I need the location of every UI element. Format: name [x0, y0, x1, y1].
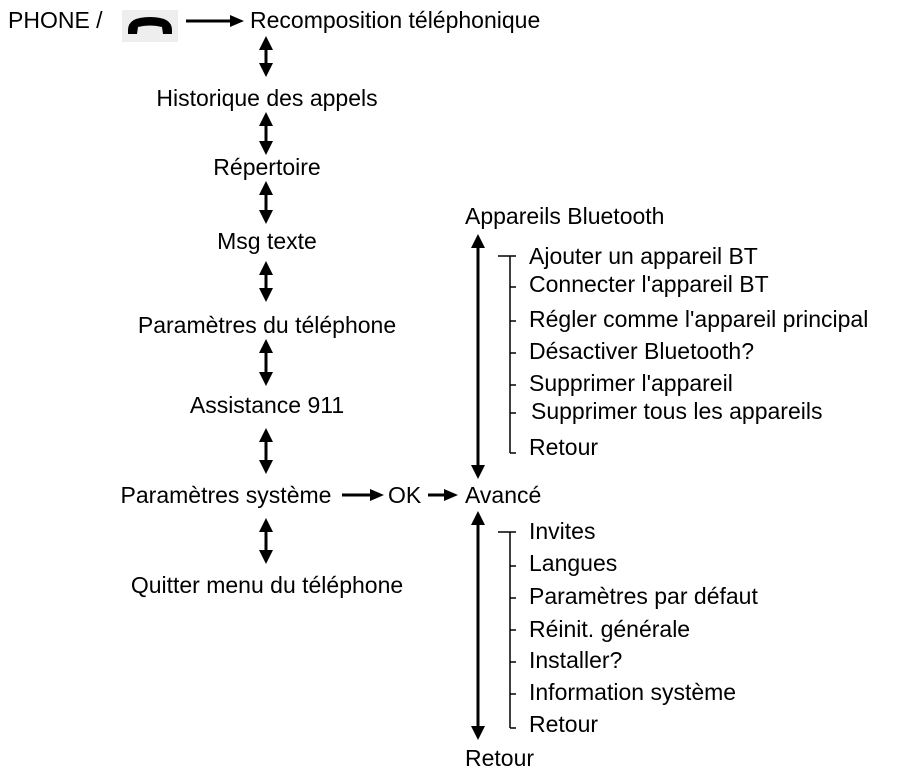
adv-item-retour: Retour — [529, 711, 598, 737]
bt-item-supprimer: Supprimer l'appareil — [529, 370, 733, 396]
long-arrow-avance-retour — [471, 511, 485, 740]
menu-item-recomposition: Recomposition téléphonique — [250, 7, 540, 33]
bt-item-retour: Retour — [529, 434, 598, 460]
bt-item-ajouter: Ajouter un appareil BT — [529, 243, 758, 269]
avance-title: Avancé — [465, 482, 541, 508]
adv-item-reinit: Réinit. générale — [529, 616, 690, 642]
menu-item-historique: Historique des appels — [156, 85, 377, 111]
menu-item-parametres-telephone: Paramètres du téléphone — [138, 312, 396, 338]
bluetooth-bracket — [498, 255, 516, 454]
double-arrow-3 — [259, 181, 273, 224]
adv-item-parametres-defaut: Paramètres par défaut — [529, 583, 758, 609]
menu-item-assistance-911: Assistance 911 — [190, 392, 344, 418]
phone-prefix-label: PHONE / — [8, 7, 103, 33]
bottom-retour: Retour — [465, 745, 534, 771]
bt-item-desactiver: Désactiver Bluetooth? — [529, 338, 754, 364]
advanced-bracket — [498, 531, 516, 729]
bt-item-regler-principal: Régler comme l'appareil principal — [529, 306, 868, 332]
long-arrow-bluetooth-avance — [471, 234, 485, 479]
adv-item-information: Information système — [529, 679, 736, 705]
bt-item-connecter: Connecter l'appareil BT — [529, 271, 769, 297]
ok-label: OK — [388, 482, 422, 508]
adv-item-langues: Langues — [529, 550, 617, 576]
adv-item-installer: Installer? — [529, 647, 622, 673]
menu-item-quitter: Quitter menu du téléphone — [131, 572, 403, 598]
phone-handset-icon — [122, 10, 178, 42]
menu-item-msg-texte: Msg texte — [217, 228, 317, 254]
double-arrow-6 — [259, 428, 273, 474]
adv-item-invites: Invites — [529, 518, 595, 544]
double-arrow-7 — [259, 518, 273, 564]
double-arrow-4 — [259, 261, 273, 302]
double-arrow-1 — [259, 36, 273, 77]
double-arrow-2 — [259, 112, 273, 155]
menu-item-parametres-systeme: Paramètres système — [121, 482, 332, 508]
bluetooth-title: Appareils Bluetooth — [465, 203, 664, 229]
menu-item-repertoire: Répertoire — [213, 154, 320, 180]
double-arrow-5 — [259, 339, 273, 386]
bt-item-supprimer-tous: Supprimer tous les appareils — [531, 398, 822, 424]
